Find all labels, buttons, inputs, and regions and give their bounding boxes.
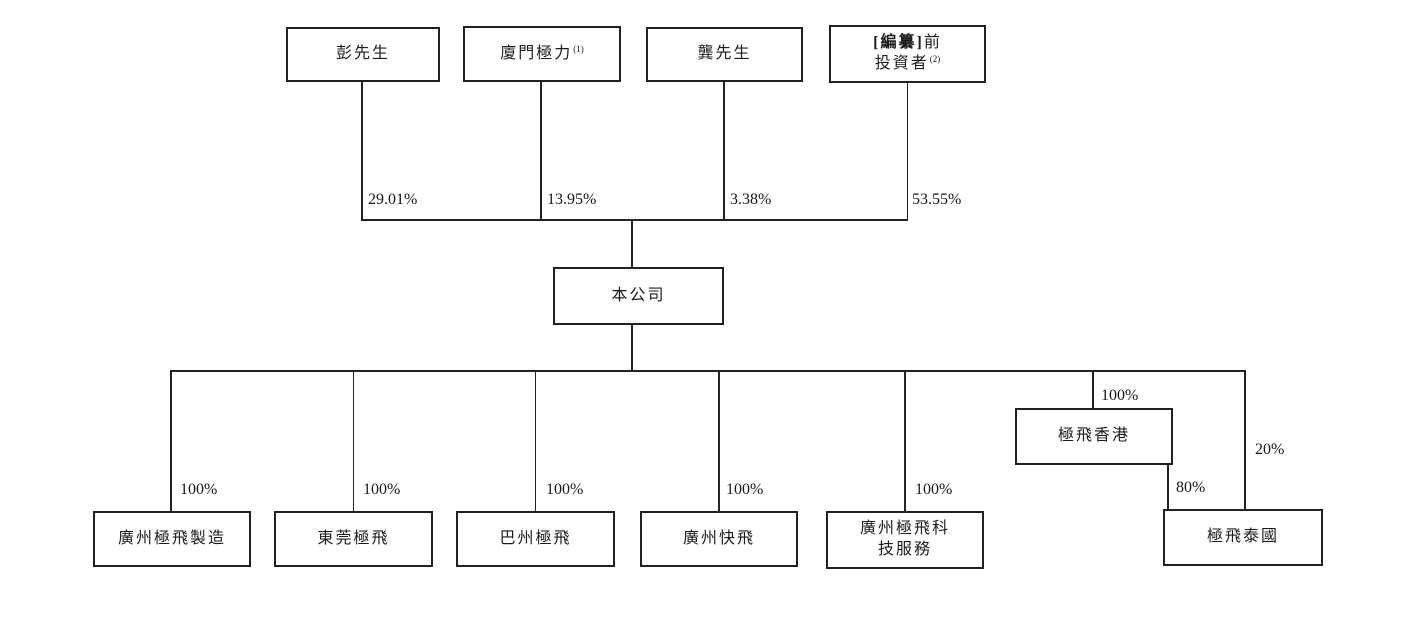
shareholder-label: 廈門極力(1) <box>500 43 584 62</box>
connector-hongkong-down <box>1092 370 1094 409</box>
connector-gz-manufacturing-down <box>170 370 172 512</box>
footnote-2: (2) <box>929 54 941 64</box>
connector-gong-down <box>723 82 725 220</box>
subsidiary-label: 東莞極飛 <box>317 529 390 547</box>
ownership-label-peng: 29.01% <box>368 191 418 208</box>
connector-to-company <box>631 219 633 268</box>
subsidiary-label: 廣州極飛製造 <box>117 529 226 547</box>
subsidiary-label: 極飛香港 <box>1057 427 1130 445</box>
connector-xiamen-down <box>540 82 542 220</box>
subsidiary-box-kuaifei: 廣州快飛 <box>640 511 798 567</box>
connector-subsidiaries-bus <box>170 370 1246 372</box>
shareholder-box-pre-investors: [編纂]前 投資者(2) <box>829 25 986 83</box>
ownership-label-thailand-from-company: 20% <box>1255 441 1285 458</box>
subsidiary-box-thailand: 極飛泰國 <box>1163 509 1323 566</box>
subsidiary-label: 廣州極飛科 技服務 <box>859 520 950 558</box>
ownership-label-gz-manufacturing: 100% <box>180 481 218 498</box>
ownership-label-hongkong: 100% <box>1101 387 1139 404</box>
connector-dongguan-down <box>352 370 355 512</box>
ownership-label-bazhou: 100% <box>546 481 584 498</box>
company-box: 本公司 <box>553 267 724 325</box>
connector-thailand-20-down <box>1244 370 1246 510</box>
subsidiary-box-hongkong: 極飛香港 <box>1015 408 1173 465</box>
subsidiary-label: 巴州極飛 <box>499 529 572 547</box>
subsidiary-label: 廣州快飛 <box>682 529 755 547</box>
ownership-label-thailand-from-hk: 80% <box>1176 479 1206 496</box>
shareholder-box-peng: 彭先生 <box>286 27 440 82</box>
connector-pre-investors-down <box>906 83 909 220</box>
ownership-label-tech-services: 100% <box>915 481 953 498</box>
ownership-label-xiamen: 13.95% <box>547 191 597 208</box>
shareholder-label: 彭先生 <box>335 45 390 63</box>
subsidiary-label: 極飛泰國 <box>1206 528 1279 546</box>
company-label: 本公司 <box>611 286 666 304</box>
subsidiary-box-bazhou: 巴州極飛 <box>456 511 615 567</box>
shareholder-label: [編纂]前 投資者(2) <box>873 34 942 72</box>
ownership-label-pre-investors: 53.55% <box>912 191 962 208</box>
connector-company-down <box>631 325 633 371</box>
ownership-label-dongguan: 100% <box>363 481 401 498</box>
subsidiary-box-gz-manufacturing: 廣州極飛製造 <box>93 511 251 567</box>
footnote-1: (1) <box>573 43 584 54</box>
redacted-tag: [編纂] <box>873 34 924 52</box>
ownership-label-gong: 3.38% <box>730 191 772 208</box>
connector-hongkong-to-thailand <box>1167 464 1169 510</box>
ownership-label-kuaifei: 100% <box>726 481 764 498</box>
shareholder-label: 龔先生 <box>697 45 752 63</box>
connector-kuaifei-down <box>718 370 720 512</box>
connector-peng-down <box>361 82 363 220</box>
subsidiary-box-tech-services: 廣州極飛科 技服務 <box>826 511 984 569</box>
connector-bazhou-down <box>534 370 537 512</box>
connector-tech-services-down <box>904 370 906 512</box>
subsidiary-box-dongguan: 東莞極飛 <box>274 511 433 567</box>
connector-shareholders-bus <box>361 219 909 221</box>
shareholder-box-xiamen-jili: 廈門極力(1) <box>463 26 621 82</box>
shareholder-box-gong: 龔先生 <box>646 27 803 82</box>
